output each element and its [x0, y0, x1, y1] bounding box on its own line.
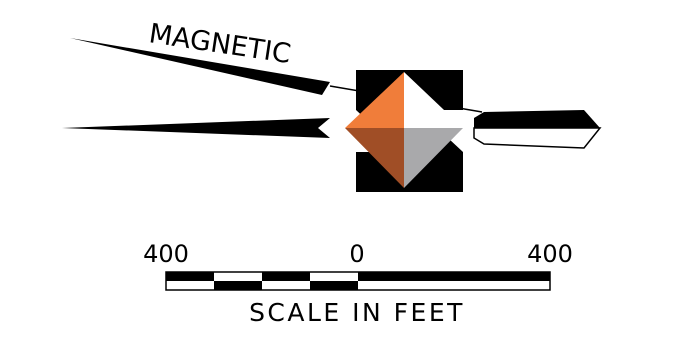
- scale-segment: [166, 272, 214, 281]
- true-north-pointer-left: [62, 118, 330, 138]
- magnetic-pointer-upper: [70, 38, 330, 95]
- scale-segment: [214, 281, 262, 290]
- scale-segment: [358, 272, 550, 281]
- scale-segment: [310, 281, 358, 290]
- scale-segment: [262, 272, 310, 281]
- magnetic-label: MAGNETIC: [147, 18, 293, 70]
- scale-bar: 400 0 400 SCALE IN FEET: [143, 240, 573, 327]
- north-arrow: MAGNETIC: [62, 18, 602, 192]
- compass-diamond-icon: [345, 72, 463, 188]
- scale-tick-label-zero: 0: [349, 240, 364, 268]
- scale-caption: SCALE IN FEET: [249, 298, 465, 327]
- right-arrow-icon: [473, 110, 602, 149]
- scale-tick-label-right: 400: [527, 240, 573, 268]
- scale-tick-label-left: 400: [143, 240, 189, 268]
